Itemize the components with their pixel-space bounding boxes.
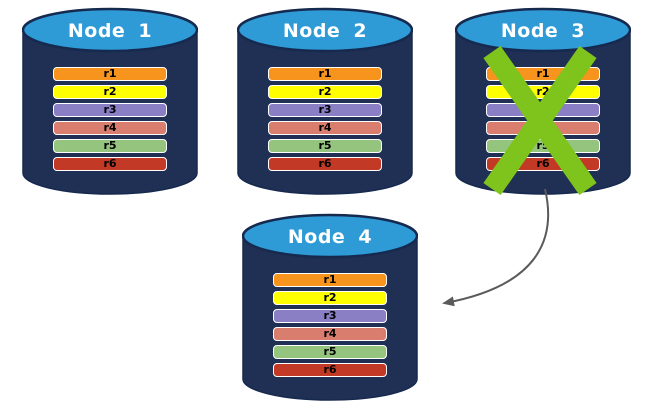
replica-bar: r3 <box>53 103 167 117</box>
failure-x-icon <box>483 45 597 195</box>
replica-bar: r5 <box>273 345 387 359</box>
replica-bar: r6 <box>268 157 382 171</box>
replica-bar: r4 <box>273 327 387 341</box>
replica-bar: r2 <box>273 291 387 305</box>
replica-bar: r3 <box>273 309 387 323</box>
node-1: Node 1 r1 r2 r3 r4 r5 r6 <box>22 7 198 195</box>
replica-bar: r1 <box>268 67 382 81</box>
replica-bar: r2 <box>53 85 167 99</box>
node-title: Node 3 <box>500 20 586 42</box>
node-2: Node 2 r1 r2 r3 r4 r5 r6 <box>237 7 413 195</box>
replica-bar: r5 <box>53 139 167 153</box>
node-4: Node 4 r1 r2 r3 r4 r5 r6 <box>242 213 418 401</box>
replica-bar: r1 <box>273 273 387 287</box>
replica-bar: r4 <box>53 121 167 135</box>
replica-bar: r6 <box>273 363 387 377</box>
replica-bar: r5 <box>268 139 382 153</box>
failover-arrow <box>442 188 550 307</box>
replica-stack: r1 r2 r3 r4 r5 r6 <box>268 67 382 175</box>
replica-bar: r3 <box>268 103 382 117</box>
node-title: Node 2 <box>282 20 368 42</box>
node-title: Node 4 <box>287 226 373 248</box>
replica-stack: r1 r2 r3 r4 r5 r6 <box>53 67 167 175</box>
replica-bar: r4 <box>268 121 382 135</box>
node-title: Node 1 <box>67 20 153 42</box>
replica-bar: r6 <box>53 157 167 171</box>
replica-stack: r1 r2 r3 r4 r5 r6 <box>273 273 387 381</box>
node-3: Node 3 r1 r2 r3 r4 r5 r6 <box>455 7 631 195</box>
replica-bar: r2 <box>268 85 382 99</box>
replica-bar: r1 <box>53 67 167 81</box>
